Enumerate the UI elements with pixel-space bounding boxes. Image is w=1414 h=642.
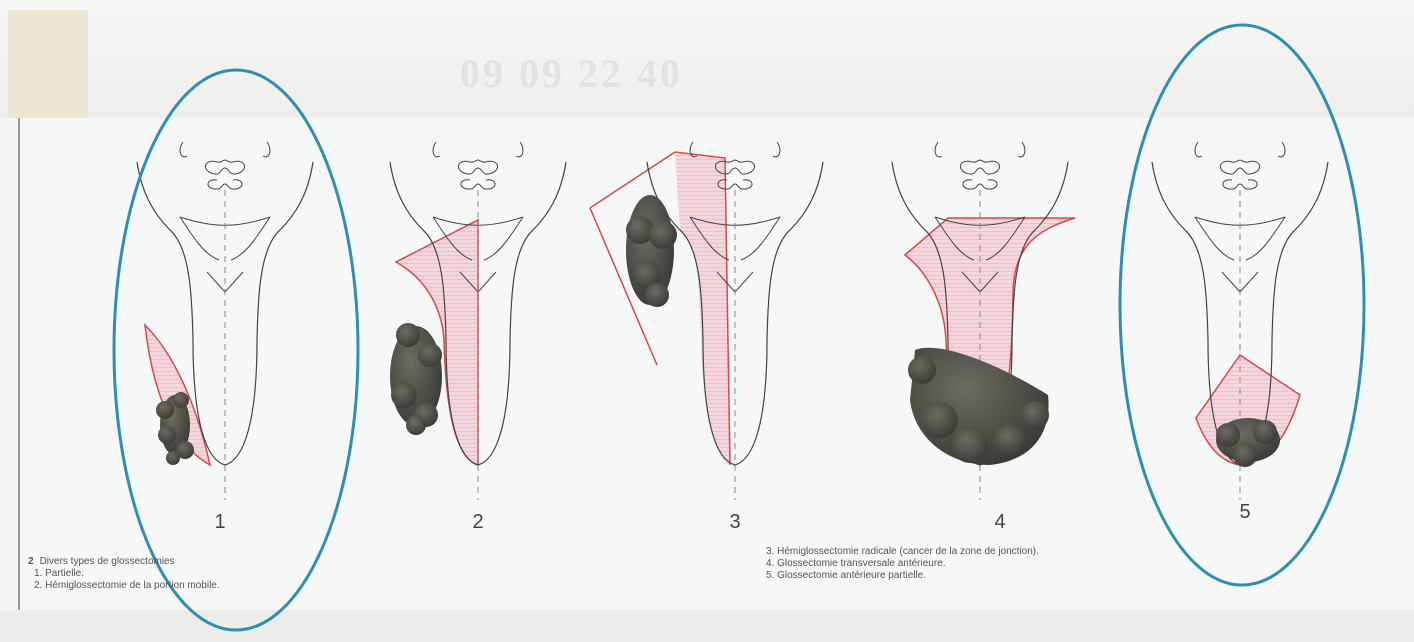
tumor-4 bbox=[908, 348, 1049, 465]
tumor-3 bbox=[626, 195, 677, 307]
tongue-diagram-1 bbox=[137, 142, 313, 500]
caption-item-3: 3. Hémiglossectomie radicale (cancer de … bbox=[766, 546, 1039, 558]
tongue-diagram-4 bbox=[892, 142, 1075, 500]
panel-label-3: 3 bbox=[729, 511, 740, 533]
figure-number: 2 bbox=[28, 556, 34, 567]
caption-item-4: 4. Glossectomie transversale antérieure. bbox=[766, 558, 1039, 570]
tumor-2 bbox=[390, 323, 442, 435]
panel-label-4: 4 bbox=[994, 511, 1005, 533]
tongue-diagram-2 bbox=[390, 142, 566, 500]
tumor-1 bbox=[156, 392, 194, 465]
tongue-diagram-3 bbox=[590, 142, 823, 500]
figure-caption-left: 2 Divers types de glossectomies 1. Partie… bbox=[28, 556, 220, 592]
caption-item-1: 1. Partielle. bbox=[34, 568, 220, 580]
caption-item-5: 5. Glossectomie antérieure partielle. bbox=[766, 570, 1039, 582]
figure-title: Divers types de glossectomies bbox=[40, 556, 175, 567]
tongue-diagram-5 bbox=[1152, 142, 1328, 500]
panel-label-2: 2 bbox=[472, 511, 483, 533]
figure-caption-right: 3. Hémiglossectomie radicale (cancer de … bbox=[760, 546, 1039, 582]
panel-label-5: 5 bbox=[1239, 501, 1250, 523]
caption-item-2: 2. Hémiglossectomie de la portion mobile… bbox=[34, 580, 220, 592]
panel-label-1: 1 bbox=[214, 511, 225, 533]
resection-area-3 bbox=[675, 152, 730, 465]
